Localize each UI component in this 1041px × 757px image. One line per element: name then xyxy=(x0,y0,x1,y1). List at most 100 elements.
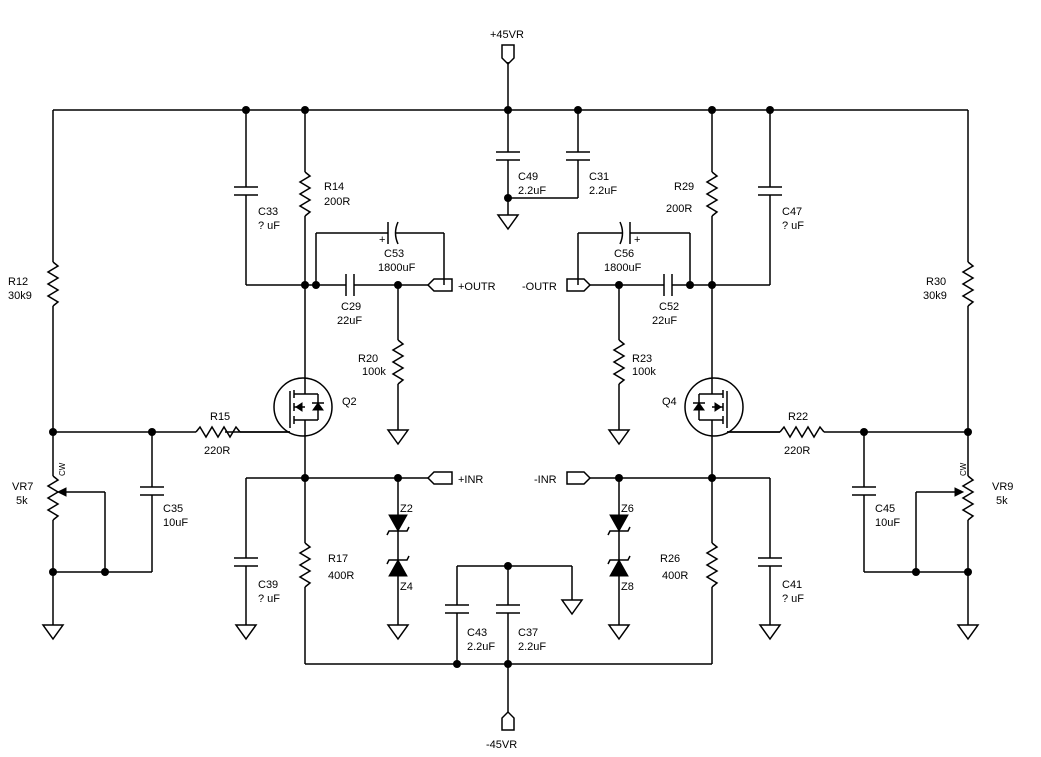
capacitor-c52: C52 22uF xyxy=(590,274,712,327)
c35-value: 10uF xyxy=(163,517,188,529)
z8-ref: Z8 xyxy=(621,581,634,593)
c49-value: 2.2uF xyxy=(518,185,546,197)
c47-value: ? uF xyxy=(782,220,804,232)
bottom-rail: -45VR xyxy=(305,663,712,751)
c31-value: 2.2uF xyxy=(589,185,617,197)
vr7-value: 5k xyxy=(16,495,28,507)
z6-ref: Z6 xyxy=(621,503,634,515)
ground-icon xyxy=(607,624,631,641)
plus-outr-label: +OUTR xyxy=(458,281,496,293)
q4-ref: Q4 xyxy=(662,396,677,408)
c43-ref: C43 xyxy=(467,627,487,639)
ground-icon xyxy=(234,624,258,641)
r20-ref: R20 xyxy=(358,353,378,365)
resistor-r29: R29 200R xyxy=(666,110,719,380)
c49-ref: C49 xyxy=(518,171,538,183)
resistor-r23: R23 100k xyxy=(607,285,656,446)
vr7-ref: VR7 xyxy=(12,481,33,493)
c31-ref: C31 xyxy=(589,171,609,183)
c33-ref: C33 xyxy=(258,206,278,218)
c39-value: ? uF xyxy=(258,593,280,605)
c56-polarity: + xyxy=(634,234,640,246)
ground-icon xyxy=(386,624,410,641)
r20-value: 100k xyxy=(362,366,386,378)
capacitor-c56: + C56 1800uF xyxy=(577,221,691,285)
capacitor-c43: C43 2.2uF xyxy=(445,566,495,664)
c56-ref: C56 xyxy=(614,248,634,260)
resistor-r22: R22 220R xyxy=(727,411,968,457)
c45-ref: C45 xyxy=(875,503,895,515)
c33-value: ? uF xyxy=(258,220,280,232)
resistor-r14: R14 200R xyxy=(298,110,350,380)
r26-value: 400R xyxy=(662,570,688,582)
mosfet-q4: Q4 xyxy=(662,377,780,478)
c37-value: 2.2uF xyxy=(518,641,546,653)
r12-value: 30k9 xyxy=(8,290,32,302)
capacitor-c35: C35 10uF xyxy=(53,432,188,573)
r22-value: 220R xyxy=(784,445,810,457)
junction-dots xyxy=(49,106,972,668)
resistor-r15: R15 220R xyxy=(53,411,290,457)
positive-rail-label: +45VR xyxy=(490,29,524,41)
c53-polarity: + xyxy=(379,234,385,246)
vr9-value: 5k xyxy=(996,495,1008,507)
c53-ref: C53 xyxy=(384,248,404,260)
r30-value: 30k9 xyxy=(923,290,947,302)
ground-icon xyxy=(386,429,410,446)
top-rail: +45VR xyxy=(53,29,968,111)
capacitor-c29: C29 22uF xyxy=(305,274,428,327)
ground-icon xyxy=(758,624,782,641)
negative-rail-port xyxy=(501,710,515,731)
r12-ref: R12 xyxy=(8,276,28,288)
c35-ref: C35 xyxy=(163,503,183,515)
vr7-cw: CW xyxy=(58,462,67,476)
r22-ref: R22 xyxy=(788,411,808,423)
minus-outr-port xyxy=(566,278,592,292)
resistor-r12: R12 30k9 xyxy=(8,110,60,432)
r23-value: 100k xyxy=(632,366,656,378)
c39-ref: C39 xyxy=(258,579,278,591)
c52-ref: C52 xyxy=(659,301,679,313)
negative-rail-label: -45VR xyxy=(486,739,517,751)
ground-icon xyxy=(496,214,520,231)
r23-ref: R23 xyxy=(632,353,652,365)
minus-outr-label: -OUTR xyxy=(522,281,557,293)
r14-value: 200R xyxy=(324,196,350,208)
ground-icon xyxy=(41,624,65,641)
r17-value: 400R xyxy=(328,570,354,582)
r26-ref: R26 xyxy=(660,553,680,565)
ground-icon xyxy=(560,599,584,616)
r29-value: 200R xyxy=(666,203,692,215)
resistor-r17: R17 400R xyxy=(298,478,354,664)
plus-inr-label: +INR xyxy=(458,474,483,486)
zener-z6-z8: Z6 Z8 xyxy=(607,478,634,641)
capacitor-c45: C45 10uF xyxy=(852,432,968,573)
c41-ref: C41 xyxy=(782,579,802,591)
plus-inr-port xyxy=(426,471,453,485)
z2-ref: Z2 xyxy=(400,503,413,515)
potentiometer-vr9: VR9 5k CW xyxy=(915,432,1013,641)
resistor-r20: R20 100k xyxy=(358,285,410,446)
capacitor-c53: + C53 1800uF xyxy=(315,221,445,285)
c29-value: 22uF xyxy=(337,315,362,327)
r15-ref: R15 xyxy=(210,411,230,423)
capacitor-c47: C47 ? uF xyxy=(712,110,804,286)
vr9-cw: CW xyxy=(959,462,968,476)
r15-value: 220R xyxy=(204,445,230,457)
resistor-r30: R30 30k9 xyxy=(923,110,975,432)
capacitor-c49: C49 2.2uF xyxy=(496,110,546,231)
zener-z2-z4: Z2 Z4 xyxy=(386,478,413,641)
c53-value: 1800uF xyxy=(378,262,416,274)
r17-ref: R17 xyxy=(328,553,348,565)
vr9-ref: VR9 xyxy=(992,481,1013,493)
mosfet-q2: Q2 xyxy=(225,377,357,478)
potentiometer-vr7: VR7 5k CW xyxy=(12,432,106,641)
c47-ref: C47 xyxy=(782,206,802,218)
ground-icon xyxy=(607,429,631,446)
r29-ref: R29 xyxy=(674,181,694,193)
capacitor-c33: C33 ? uF xyxy=(234,110,305,286)
minus-inr-label: -INR xyxy=(534,474,557,486)
c29-ref: C29 xyxy=(341,301,361,313)
r30-ref: R30 xyxy=(926,276,946,288)
